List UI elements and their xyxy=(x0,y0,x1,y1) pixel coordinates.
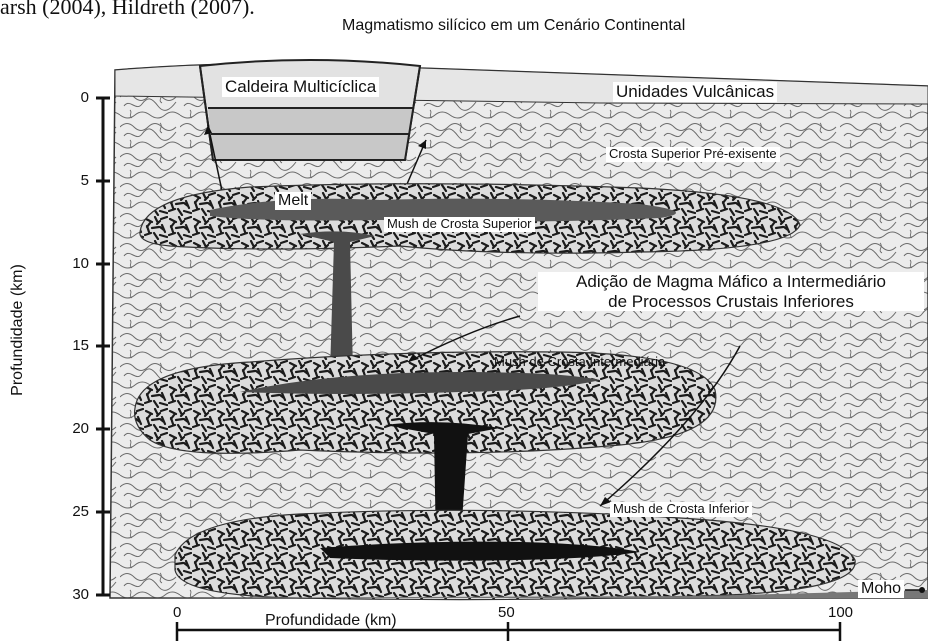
melt-label: Melt xyxy=(275,192,311,210)
x-axis-label: Profundidade (km) xyxy=(265,612,397,630)
y-tick-5: 5 xyxy=(59,172,89,189)
y-tick-25: 25 xyxy=(59,503,89,520)
upper-mush-label: Mush de Crosta Superior xyxy=(384,217,535,232)
y-tick-0: 0 xyxy=(59,89,89,106)
y-tick-20: 20 xyxy=(59,420,89,437)
x-tick-100: 100 xyxy=(828,604,853,621)
y-tick-10: 10 xyxy=(59,255,89,272)
y-axis xyxy=(96,98,110,595)
y-tick-15: 15 xyxy=(59,337,89,354)
moho-label: Moho xyxy=(858,580,904,598)
lower-mush-label: Mush de Crosta Inferior xyxy=(610,502,752,517)
x-tick-0: 0 xyxy=(173,604,181,621)
upper-crust-label: Crosta Superior Pré-exisente xyxy=(606,147,780,162)
caldera-label: Caldeira Multicíclica xyxy=(222,77,379,97)
mafic-addition-line1: Adição de Magma Máfico a Intermediário xyxy=(576,272,886,291)
intermediate-mush-label: Mush de Crosta Intermediária xyxy=(494,354,665,369)
mafic-addition-label: Adição de Magma Máfico a Intermediário d… xyxy=(538,272,924,311)
y-tick-30: 30 xyxy=(59,586,89,603)
mafic-addition-line2: de Processos Crustais Inferiores xyxy=(608,292,854,311)
x-tick-50: 50 xyxy=(498,604,515,621)
volcanic-units-label: Unidades Vulcânicas xyxy=(613,82,777,102)
